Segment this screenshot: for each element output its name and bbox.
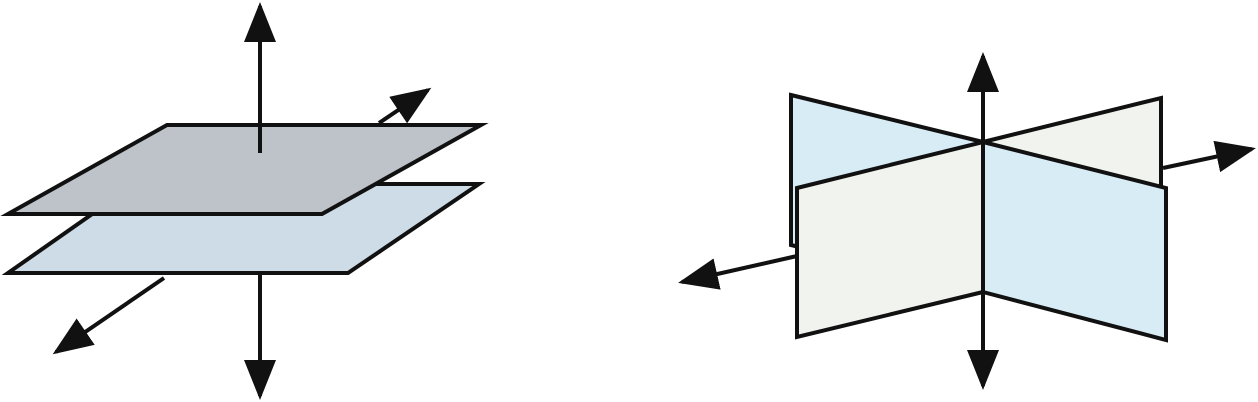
upper-plane: [0, 123, 489, 216]
depth-axis-front-arrow: [52, 276, 166, 355]
depth-axis-back-arrow: [377, 87, 432, 125]
parallel-planes-diagram: [0, 2, 489, 400]
horizontal-axis-right-arrow: [1162, 140, 1256, 173]
horizontal-axis-left-arrow: [678, 254, 798, 290]
intersecting-planes-diagram: [678, 52, 1256, 390]
